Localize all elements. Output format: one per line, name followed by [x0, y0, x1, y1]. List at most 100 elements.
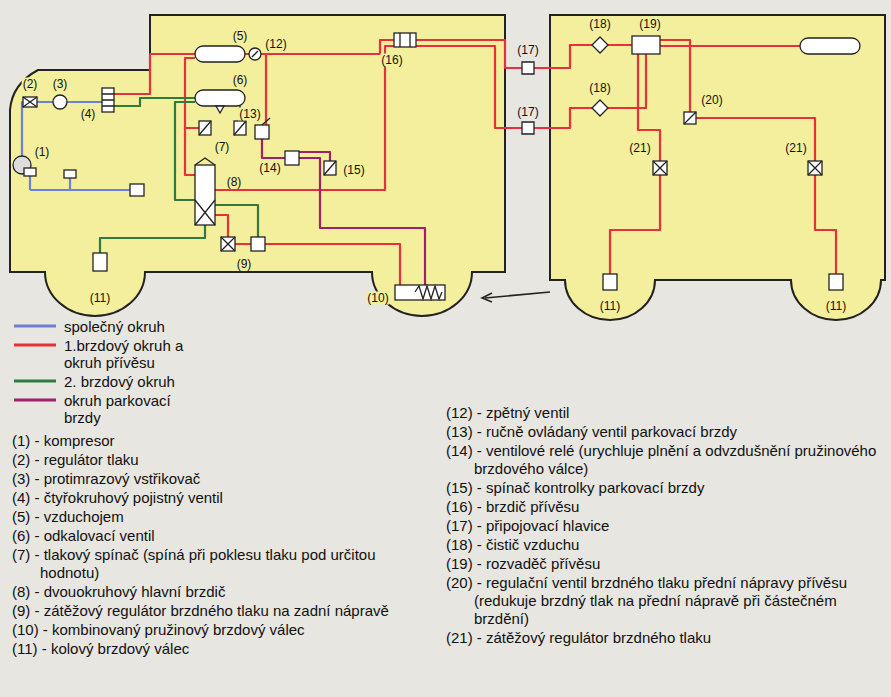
callout-number: (5) [232, 30, 249, 43]
drawbar [482, 292, 550, 302]
antifreeze-injector [53, 95, 67, 109]
pressure-regulator [23, 97, 37, 107]
switch-mark [199, 121, 246, 135]
regulator-cross [221, 237, 235, 251]
callout-number: (3) [52, 78, 69, 91]
main-brake-valve-cross [195, 158, 215, 225]
air-filter [592, 100, 608, 116]
legend-text: 2. brzdový okruh [64, 373, 189, 390]
four-circuit-valve [102, 88, 114, 112]
legend-row: 2. brzdový okruh [12, 373, 189, 390]
trailer-distributor [632, 36, 660, 54]
legend-text: společný okruh [64, 318, 189, 335]
part-list-item: (17) - připojovací hlavice [446, 517, 884, 535]
part-list-item: (9) - zátěžový regulátor brzdného tlaku … [12, 602, 437, 620]
callout-number: (4) [80, 108, 97, 121]
callout-number: (6) [232, 74, 249, 87]
part-list-item: (8) - dvouokruhový hlavní brzdič [12, 583, 437, 601]
check-valve-mark [252, 51, 258, 57]
legend-swatch-box [12, 320, 58, 332]
part-list-item: (18) - čistič vzduchu [446, 536, 884, 554]
callout-number: (7) [214, 141, 231, 154]
legend-swatch-box [12, 394, 58, 406]
part-list-item: (14) - ventilové relé (urychluje plnění … [446, 442, 884, 478]
callout-number: (21) [784, 142, 807, 155]
trailer-outline [550, 15, 885, 320]
main-brake-valve [195, 165, 215, 225]
legend-swatch [14, 325, 56, 328]
wheel-brake-cylinder [93, 253, 107, 271]
callout-number: (18) [588, 82, 611, 95]
legend: společný okruh 1.brzdový okruh a okruh př… [12, 318, 189, 428]
callout-number: (9) [236, 258, 253, 271]
load-regulator [808, 161, 822, 175]
part-list-item: (10) - kombinovaný pružinový brzdový vál… [12, 621, 437, 639]
legend-swatch-box [12, 339, 58, 351]
spring [415, 286, 442, 299]
part-list-item: (15) - spínač kontrolky parkovací brzdy [446, 479, 884, 497]
wheel-brake-cylinder [603, 274, 617, 290]
air-tank [195, 90, 245, 106]
coupling-head [522, 122, 534, 134]
part-list-item: (6) - odkalovací ventil [12, 527, 437, 545]
parking-valve-handle [262, 118, 270, 125]
callout-number: (18) [588, 18, 611, 31]
drain-valve [216, 106, 224, 113]
callout-number: (17) [516, 44, 539, 57]
trailer-valve-mark [400, 33, 410, 47]
callout-number: (11) [825, 300, 847, 313]
components [13, 33, 860, 300]
wheel-brake-cylinder [829, 274, 843, 290]
part-list-item: (5) - vzduchojem [12, 508, 437, 526]
callout-number: (2) [22, 78, 39, 91]
trailer-control-valve [394, 33, 416, 47]
part-list-item: (3) - protimrazový vstřikovač [12, 470, 437, 488]
air-tank [195, 46, 245, 62]
callout-number: (10) [366, 292, 389, 305]
relay-valve [285, 151, 299, 165]
part-list-item: (2) - regulátor tlaku [12, 451, 437, 469]
part-list-item: (1) - kompresor [12, 432, 437, 450]
legend-text: 1.brzdový okruh a okruh přívěsu [64, 337, 189, 371]
callout-number: (19) [638, 18, 661, 31]
part-list-item: (12) - zpětný ventil [446, 404, 884, 422]
part-list-item: (16) - brzdič přívěsu [446, 498, 884, 516]
parts-list: (12) - zpětný ventil(13) - ručně ovládan… [446, 404, 884, 648]
spring-brake-cylinder [395, 285, 445, 300]
four-circuit-valve-stripes [102, 94, 114, 106]
part-list-item: (21) - zátěžový regulátor brzdného tlaku [446, 629, 884, 647]
parking-indicator-switch [324, 161, 336, 175]
parts-list: (1) - kompresor(2) - regulátor tlaku(3) … [12, 432, 437, 659]
part-list-item: (19) - rozvaděč přívěsu [446, 555, 884, 573]
legend-row: 1.brzdový okruh a okruh přívěsu [12, 337, 189, 371]
callout-number: (1) [34, 146, 51, 159]
callout-number: (14) [258, 162, 281, 175]
parking-line [262, 139, 425, 285]
load-regulator [221, 237, 235, 251]
callout-number: (8) [226, 176, 243, 189]
valve-mark [684, 112, 696, 124]
callout-number: (20) [700, 94, 723, 107]
legend-swatch [14, 399, 56, 402]
callout-number: (12) [264, 38, 287, 51]
callout-number: (11) [599, 300, 621, 313]
cab-box [64, 170, 76, 178]
callout-number: (21) [628, 142, 651, 155]
coupling-head [522, 62, 534, 74]
drawbar-line [485, 292, 550, 298]
regulator-cross [23, 97, 37, 107]
air-filter [592, 37, 608, 53]
part-list-item: (4) - čtyřokruhový pojistný ventil [12, 489, 437, 507]
air-lines [22, 40, 836, 285]
parking-valve [255, 125, 269, 139]
legend-swatch [14, 380, 56, 383]
callout-number: (15) [342, 164, 365, 177]
part-list-item: (13) - ručně ovládaný ventil parkovací b… [446, 423, 884, 441]
vehicle-outlines [10, 15, 885, 320]
legend-swatch-box [12, 375, 58, 387]
drawbar-arrow [482, 293, 492, 302]
legend-text: okruh parkovací brzdy [64, 392, 189, 426]
load-regulator-box [251, 237, 265, 251]
trailer-line [534, 40, 836, 274]
callout-number: (11) [89, 292, 111, 305]
